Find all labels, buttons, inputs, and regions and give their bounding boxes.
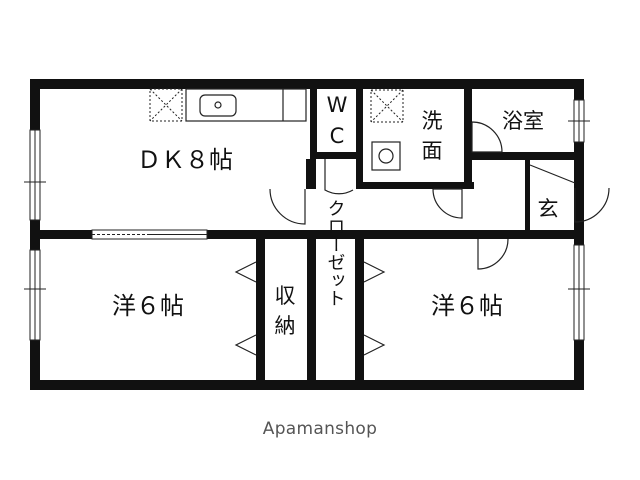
western-room-right-label: 洋６帖	[431, 292, 503, 320]
door-swings	[269, 121, 610, 270]
watermark-text: Apamanshop	[262, 419, 378, 439]
washroom-label-top: 洗	[422, 109, 443, 133]
entrance-label: 玄	[538, 197, 559, 221]
windows	[24, 99, 590, 341]
washroom-label-bottom: 面	[422, 139, 443, 163]
wc-label-top: W	[327, 93, 348, 117]
storage-label-bottom: 納	[275, 314, 296, 338]
storage-label-top: 収	[275, 284, 296, 308]
kitchen-counter	[185, 88, 307, 122]
wash-basin	[371, 141, 401, 171]
western-room-left-label: 洋６帖	[112, 292, 184, 320]
wc-label-bottom: C	[330, 124, 345, 148]
dk-label: ＤＫ８帖	[137, 146, 233, 174]
interior-walls	[30, 79, 580, 384]
closet-door-marks	[234, 261, 386, 356]
washer-space	[370, 89, 404, 123]
fridge-space	[149, 88, 183, 122]
closet-label: クローゼット	[325, 199, 346, 307]
bathroom-label: 浴室	[502, 109, 544, 133]
